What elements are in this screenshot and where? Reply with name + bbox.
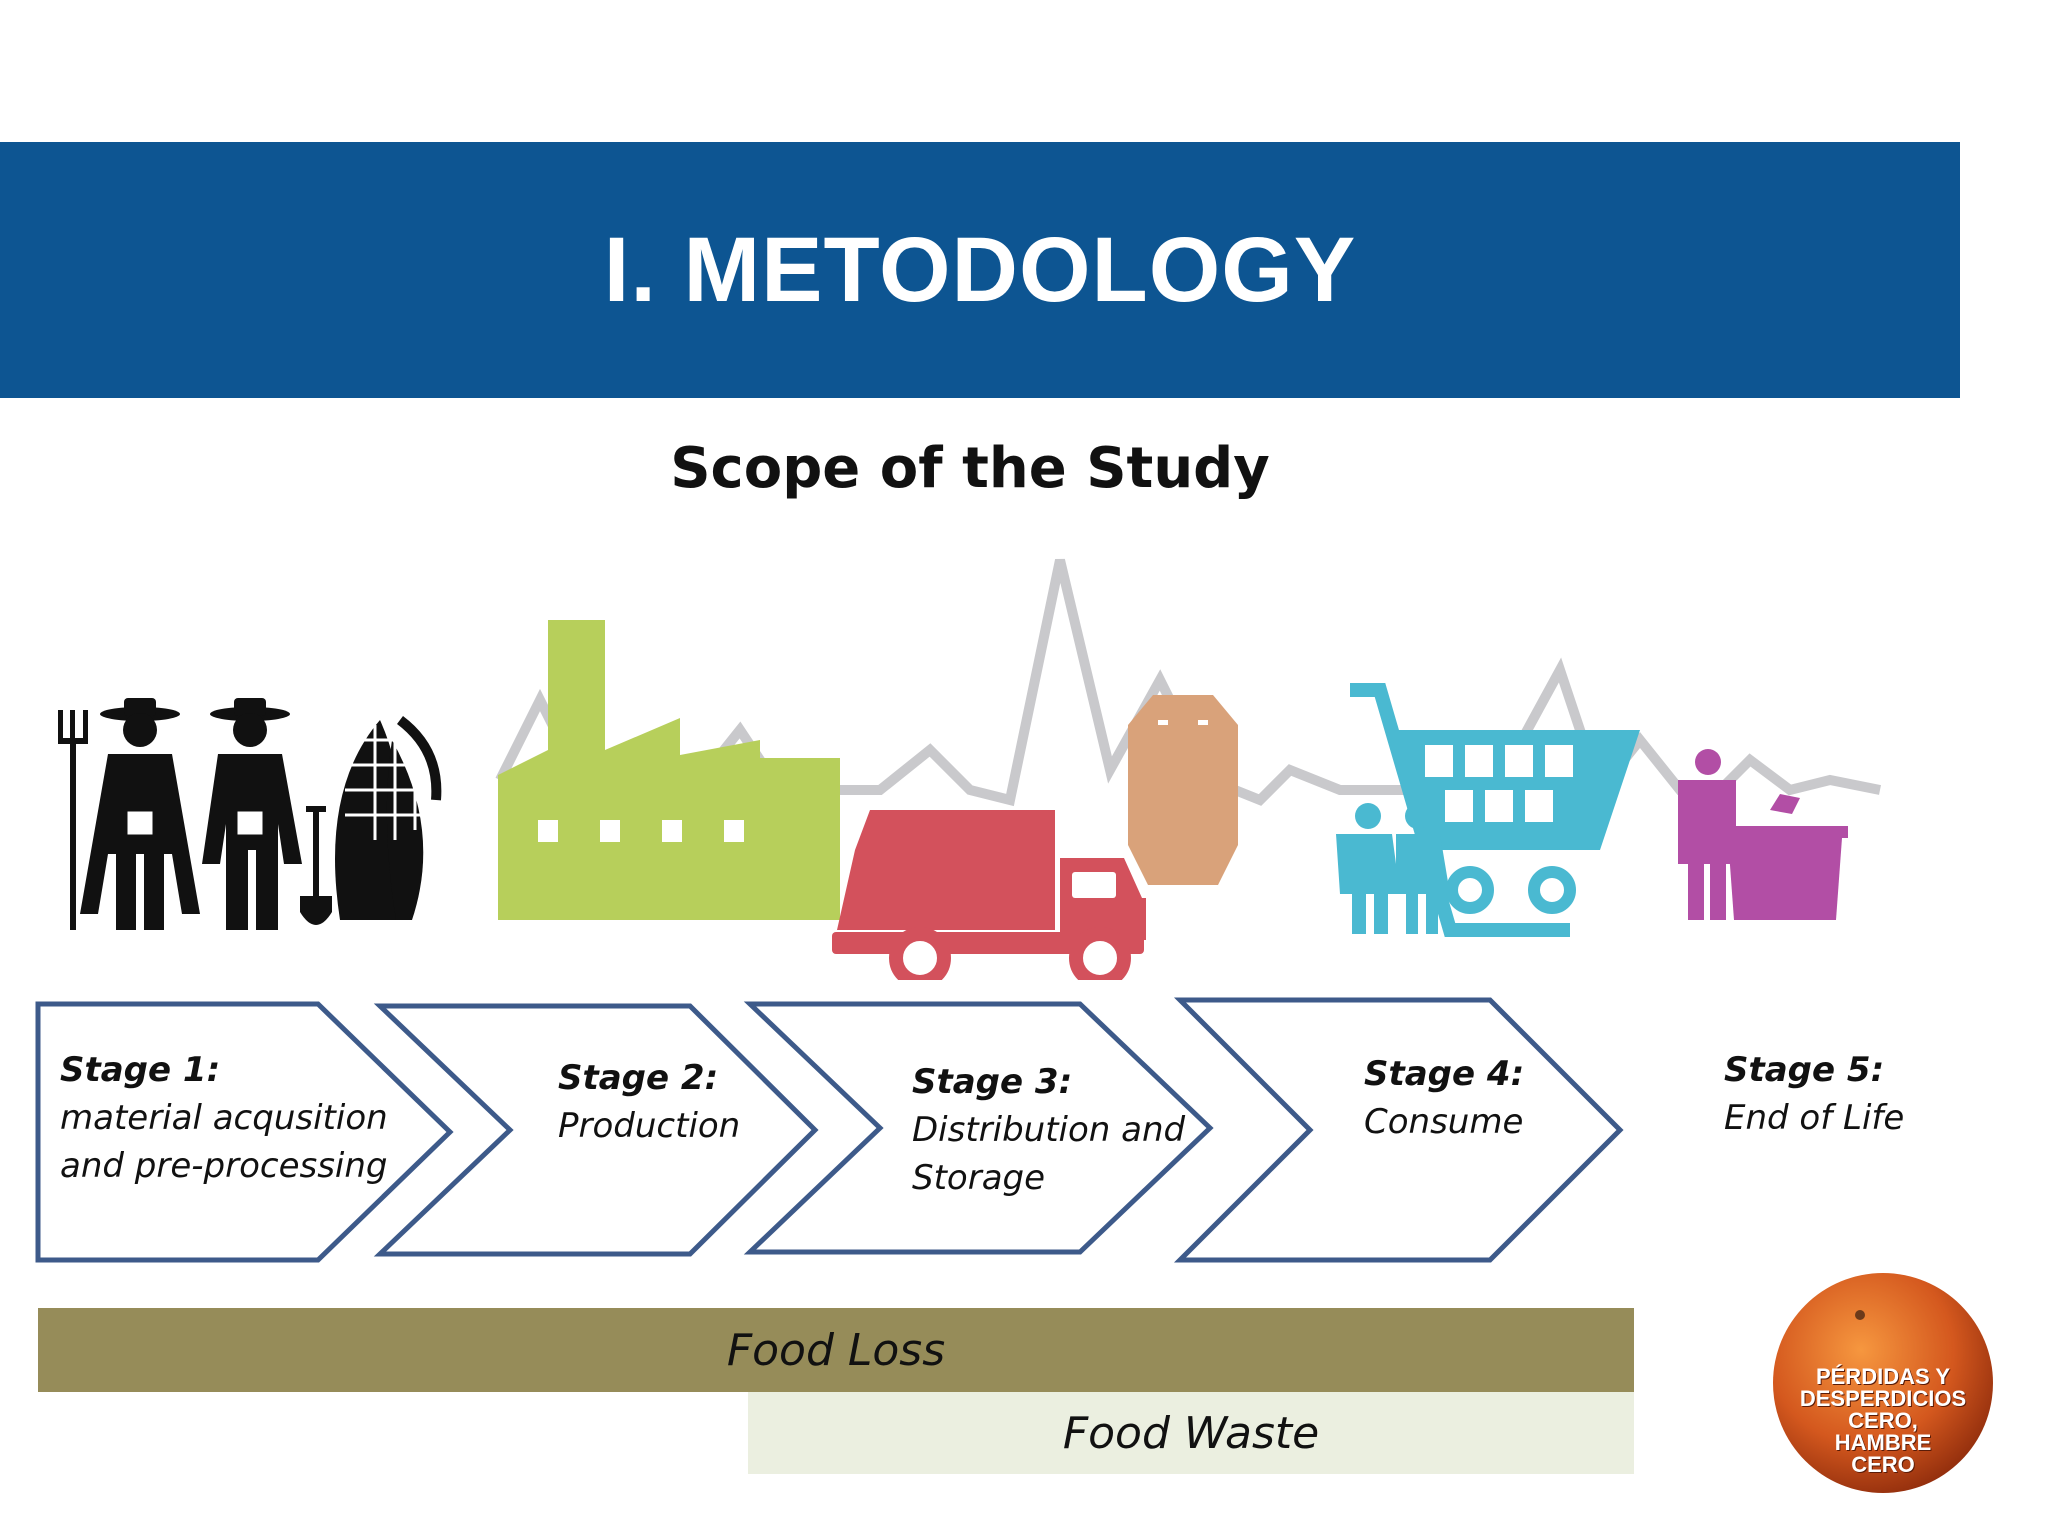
chevron-stage-4 <box>1173 997 1624 1263</box>
logo-text: PÉRDIDAS Y DESPERDICIOS CERO, HAMBRE CER… <box>1770 1366 1996 1476</box>
stage-2-label: Stage 2: Production <box>558 1054 740 1150</box>
stage-4-name: Stage 4: <box>1364 1054 1525 1094</box>
page-subtitle: Scope of the Study <box>670 436 1270 501</box>
title-banner <box>0 142 1960 398</box>
logo-line-2: DESPERDICIOS <box>1799 1386 1967 1411</box>
logo-line-3: CERO, <box>1848 1408 1918 1433</box>
logo-line-5: CERO <box>1851 1452 1915 1477</box>
page-title: I. METODOLOGY <box>603 219 1357 321</box>
stage-5-name: Stage 5: <box>1724 1050 1885 1090</box>
stage-3-line2: Storage <box>912 1158 1046 1198</box>
logo-line-1: PÉRDIDAS Y <box>1815 1364 1951 1389</box>
stage-chevrons <box>35 997 1624 1263</box>
stage-1-name: Stage 1: <box>60 1050 221 1090</box>
chevron-stage-1 <box>35 1001 454 1263</box>
stage-3-name: Stage 3: <box>912 1062 1073 1102</box>
trash-bin-icon <box>1678 749 1848 920</box>
stage-3-label: Stage 3: Distribution and Storage <box>912 1058 1185 1202</box>
chevron-stage-3 <box>743 1001 1214 1255</box>
corn-icon <box>335 716 442 920</box>
stage-1-line2: and pre-processing <box>60 1146 388 1186</box>
factory-icon <box>498 620 840 920</box>
orange-logo-icon <box>1773 1273 1993 1493</box>
stage-5-label: Stage 5: End of Life <box>1724 1046 1904 1142</box>
stage-2-line1: Production <box>558 1106 741 1146</box>
food-waste-label: Food Waste <box>1062 1407 1320 1459</box>
chevron-stage-2 <box>373 1003 819 1257</box>
supply-chain-illustration <box>58 558 1881 980</box>
stage-4-line1: Consume <box>1364 1102 1524 1142</box>
food-loss-label: Food Loss <box>726 1324 946 1376</box>
food-loss-bar: Food Loss <box>38 1308 1634 1392</box>
stage-5-line1: End of Life <box>1724 1098 1905 1138</box>
food-waste-bar: Food Waste <box>748 1392 1634 1474</box>
logo-line-4: HAMBRE <box>1834 1430 1932 1455</box>
bag-icon <box>1128 695 1238 885</box>
stage-1-label: Stage 1: material acqusition and pre-pro… <box>60 1046 388 1190</box>
farmers-icon <box>58 698 332 930</box>
family-icon <box>1336 803 1450 934</box>
stage-1-line1: material acqusition <box>60 1098 388 1138</box>
stage-3-line1: Distribution and <box>912 1110 1186 1150</box>
stage-4-label: Stage 4: Consume <box>1364 1050 1524 1146</box>
truck-icon <box>832 810 1146 980</box>
stage-2-name: Stage 2: <box>558 1058 719 1098</box>
